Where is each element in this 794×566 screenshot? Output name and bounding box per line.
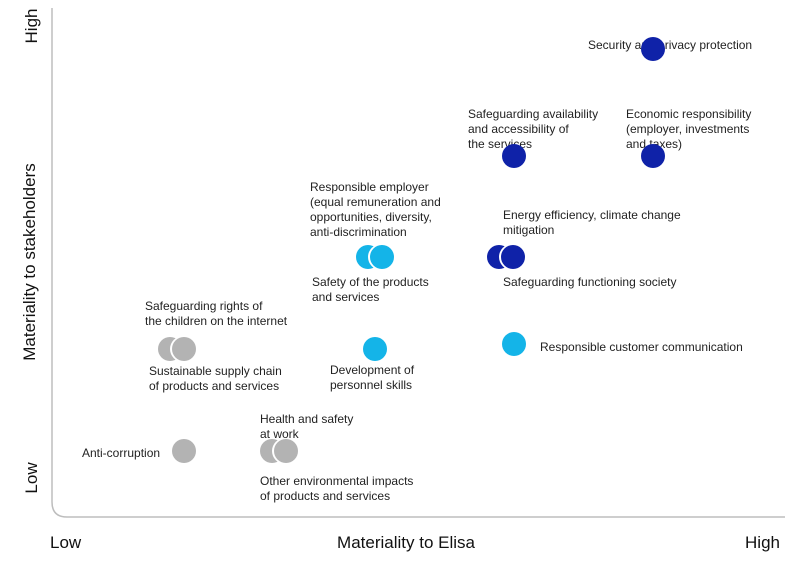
point-marker	[171, 337, 196, 362]
point-label: Sustainable supply chain of products and…	[149, 364, 282, 393]
point-label: Other environmental impacts of products …	[260, 474, 414, 503]
y-axis-label: Materiality to stakeholders	[20, 163, 39, 361]
point-label: Economic responsibility (employer, inves…	[626, 107, 752, 151]
point-marker	[362, 337, 387, 362]
x-tick-high: High	[745, 533, 780, 552]
point-label: Responsible customer communication	[540, 340, 743, 354]
point-marker	[501, 245, 526, 270]
point-marker	[274, 438, 299, 463]
point-label: Energy efficiency, climate change mitiga…	[503, 208, 681, 237]
point-label: Safeguarding availability and accessibil…	[468, 107, 599, 151]
point-marker	[641, 143, 666, 168]
y-tick-high: High	[22, 8, 41, 44]
point-marker	[171, 438, 196, 463]
point-label: Safeguarding functioning society	[503, 275, 677, 289]
point-label: Responsible employer (equal remuneration…	[310, 180, 441, 239]
point-marker	[369, 245, 394, 270]
point-label: Development of personnel skills	[330, 363, 415, 392]
axis-lines	[51, 8, 785, 518]
y-tick-low: Low	[22, 462, 41, 494]
x-tick-low: Low	[50, 533, 82, 552]
point-marker	[641, 36, 666, 61]
x-axis-label: Materiality to Elisa	[337, 533, 475, 552]
point-label: Anti-corruption	[82, 446, 161, 460]
point-label: Safety of the products and services	[312, 275, 429, 304]
point-label: Health and safety at work	[260, 412, 354, 441]
point-marker	[501, 331, 526, 356]
point-label: Safeguarding rights of the children on t…	[145, 299, 288, 328]
point-marker	[501, 143, 526, 168]
point-label: Security and privacy protection	[588, 38, 753, 52]
